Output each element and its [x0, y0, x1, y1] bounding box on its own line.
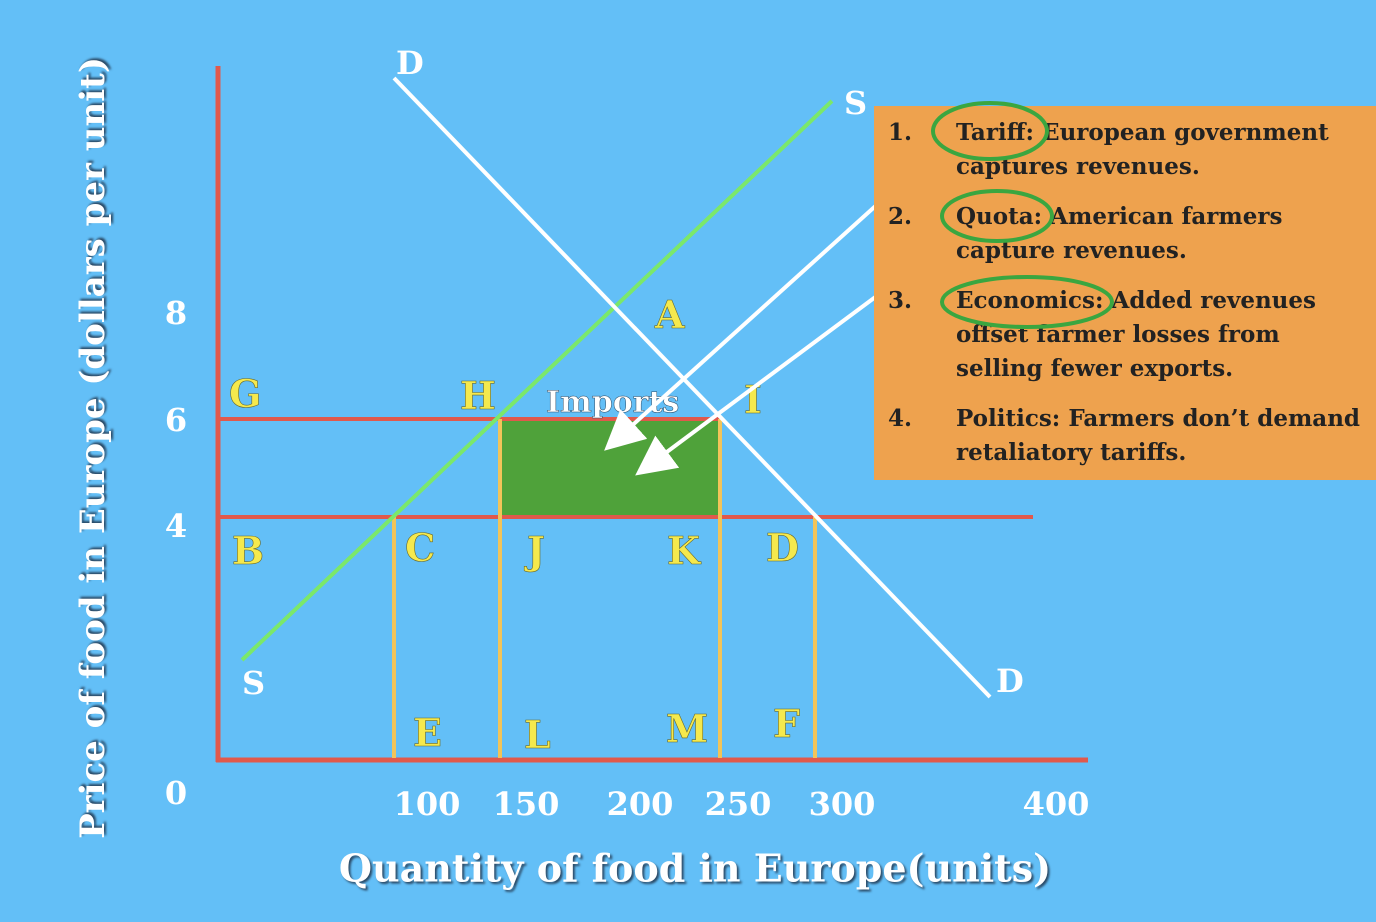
label-h: H	[460, 373, 496, 418]
label-c: C	[405, 525, 435, 570]
note-number: 4.	[888, 405, 913, 432]
label-m: M	[666, 706, 708, 751]
demand-label-top: D	[396, 44, 424, 82]
note-item-3: 3. Economics: Added revenues offset farm…	[888, 284, 1364, 386]
note-number: 1.	[888, 119, 913, 146]
x-tick-400: 400	[1023, 785, 1090, 823]
imports-rectangle	[500, 419, 720, 517]
demand-curve	[392, 76, 992, 699]
label-e: E	[413, 710, 442, 755]
note-text: Added revenues offset farmer losses from…	[956, 287, 1316, 382]
label-l: L	[524, 712, 551, 757]
y-tick-6: 6	[165, 401, 187, 439]
label-i: I	[744, 377, 762, 422]
note-text: Farmers don’t demand retaliatory tariffs…	[956, 405, 1360, 466]
y-tick-4: 4	[165, 507, 187, 545]
note-item-1: 1. Tariff: European government captures …	[888, 116, 1364, 184]
label-a: A	[654, 292, 685, 337]
note-item-2: 2. Quota: American farmers capture reven…	[888, 200, 1364, 268]
x-axis-label: Quantity of food in Europe(units)	[338, 845, 1052, 891]
y-axis-label: Price of food in Europe (dollars per uni…	[73, 57, 113, 839]
label-b: B	[232, 528, 264, 573]
note-lead: Quota:	[956, 203, 1043, 230]
label-j: J	[524, 528, 545, 573]
demand-label-bottom: D	[996, 662, 1024, 700]
supply-curve	[240, 99, 834, 662]
label-k: K	[667, 528, 702, 573]
x-tick-200: 200	[607, 785, 674, 823]
x-tick-300: 300	[809, 785, 876, 823]
x-tick-100: 100	[394, 785, 461, 823]
y-tick-8: 8	[165, 294, 187, 332]
note-item-4: 4. Politics: Farmers don’t demand retali…	[888, 402, 1364, 470]
y-tick-0: 0	[165, 774, 187, 812]
note-number: 2.	[888, 203, 913, 230]
label-d-point: D	[766, 525, 799, 570]
label-g: G	[229, 371, 261, 416]
x-tick-150: 150	[493, 785, 560, 823]
note-lead: Economics:	[956, 287, 1104, 314]
note-lead: Politics:	[956, 405, 1061, 432]
label-f: F	[773, 701, 800, 746]
supply-label-bottom: S	[242, 664, 265, 702]
note-lead: Tariff:	[956, 119, 1035, 146]
supply-label-top: S	[844, 84, 867, 122]
x-tick-250: 250	[705, 785, 772, 823]
notes-panel: 1. Tariff: European government captures …	[874, 106, 1376, 480]
note-text: European government captures revenues.	[956, 119, 1329, 180]
note-number: 3.	[888, 287, 913, 314]
